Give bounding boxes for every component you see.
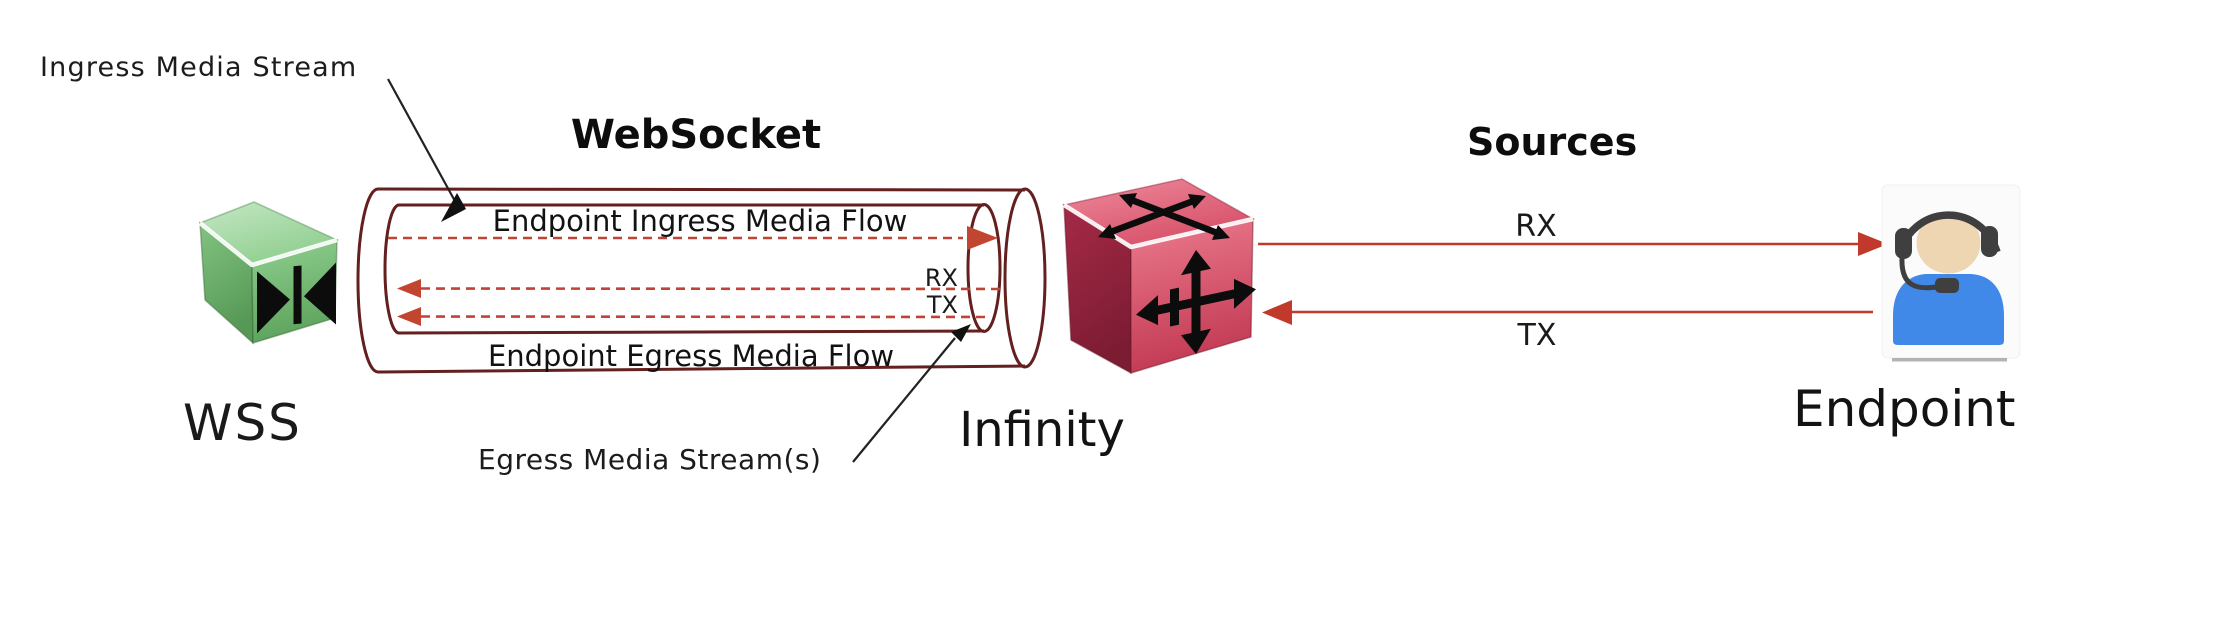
endpoint-egress-flow-label: Endpoint Egress Media Flow: [487, 339, 895, 373]
wss-cube-icon: [198, 201, 340, 345]
wss-label: WSS: [183, 394, 302, 452]
crossing-arrows-glyph: [1098, 193, 1230, 240]
headset-earcup-left: [1895, 228, 1912, 259]
endpoint-person-icon: [1881, 184, 2021, 362]
tx-label: TX: [1517, 318, 1557, 353]
router-arrows-glyph: [1136, 250, 1256, 354]
ingress-media-stream-label: Ingress Media Stream: [40, 52, 358, 83]
ingress-flow-arrow: [388, 226, 998, 250]
ingress-leader-arrow: [387, 78, 466, 222]
endpoint-label: Endpoint: [1793, 380, 2016, 438]
headset-earcup-right: [1981, 226, 1998, 257]
tube-rx-label: RX: [924, 264, 958, 292]
headset-mic: [1935, 278, 1959, 293]
media-switch-glyph: [257, 262, 336, 334]
egress-leader-arrow: [852, 324, 971, 463]
endpoint-ingress-flow-label: Endpoint Ingress Media Flow: [492, 204, 908, 238]
person-head: [1916, 212, 1981, 274]
websocket-tunnel: [356, 187, 1047, 374]
person-shirt: [1893, 274, 2004, 345]
rx-flow-arrow: [397, 279, 1001, 298]
rx-source-arrow: [1258, 232, 1888, 256]
websocket-title: WebSocket: [570, 112, 822, 158]
infinity-label: Infinity: [959, 402, 1125, 458]
sources-title: Sources: [1467, 120, 1638, 164]
headset-mic-boom: [1899, 257, 1937, 291]
rx-label: RX: [1515, 209, 1557, 244]
tx-flow-arrow: [397, 307, 986, 326]
egress-media-stream-label: Egress Media Stream(s): [478, 443, 822, 476]
tx-source-arrow: [1262, 300, 1873, 325]
infinity-cube-icon: [1062, 178, 1256, 375]
tube-tx-label: TX: [926, 291, 958, 319]
